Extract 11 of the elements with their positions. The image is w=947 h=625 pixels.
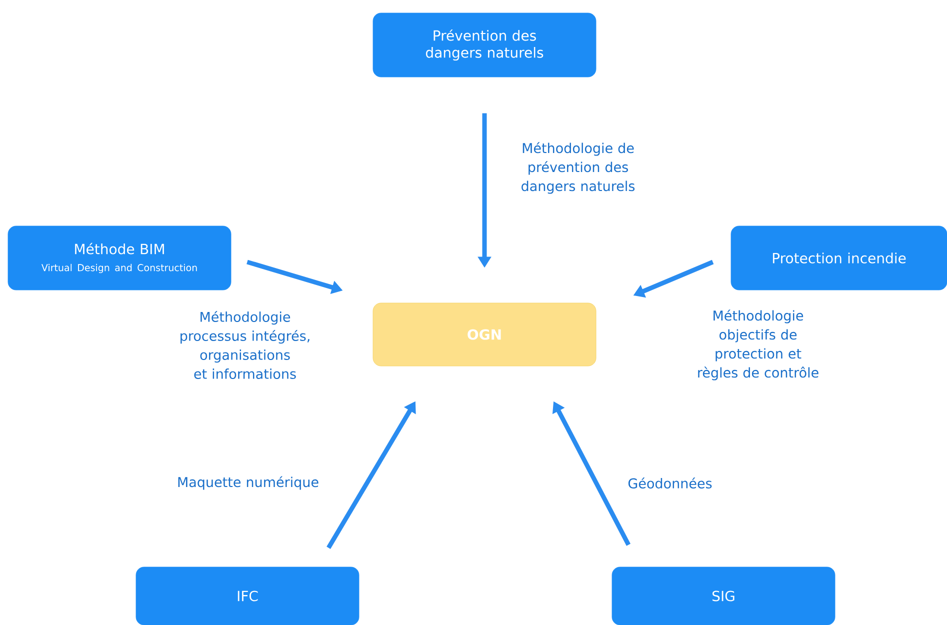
center-box: OGN (372, 302, 596, 366)
topic-box: Protection incendie (730, 226, 947, 290)
topic-box: SIG (612, 566, 836, 625)
topic-box: Prévention des dangers naturels (372, 12, 596, 78)
edge-label: Maquette numérique (178, 476, 318, 490)
edge-label: Géodonnées (628, 478, 712, 488)
edge-label: Méthodologie objectifs de protection et règles de contrôle (698, 310, 818, 380)
topic-box: IFC (136, 566, 360, 625)
edge-label: Méthodologie de prévention des dangers naturels (522, 142, 635, 194)
topic-box: Méthode BIM Virtual Design and Construction (8, 226, 232, 290)
edge-label: Méthodologie processus intégrés, organisations et informations (180, 311, 310, 379)
